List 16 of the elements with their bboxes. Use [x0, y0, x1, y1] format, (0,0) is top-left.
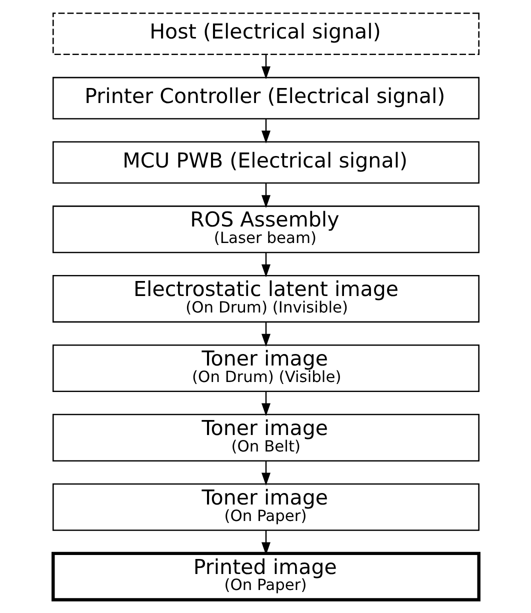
node-box: Toner image (On Belt) [52, 414, 479, 462]
node-box: Host (Electrical signal) [52, 12, 479, 56]
node-box: Toner image (On Paper) [52, 483, 479, 531]
node-box: Electrostatic latent image (On Drum) (Invisible) [52, 275, 479, 323]
arrow [261, 183, 270, 208]
node-box: Toner image (On Drum) (Visible) [52, 344, 479, 392]
node-box: ROS Assembly (Laser beam) [52, 206, 479, 254]
arrow [261, 252, 270, 278]
node-box: Printed image (On Paper) [51, 552, 480, 602]
arrow [261, 391, 270, 416]
node-box: Printer Controller (Electrical signal) [52, 76, 479, 120]
arrow [261, 54, 270, 80]
node-box: MCU PWB (Electrical signal) [52, 141, 479, 184]
arrow [261, 460, 270, 486]
arrow [261, 118, 270, 144]
arrow [261, 322, 270, 347]
